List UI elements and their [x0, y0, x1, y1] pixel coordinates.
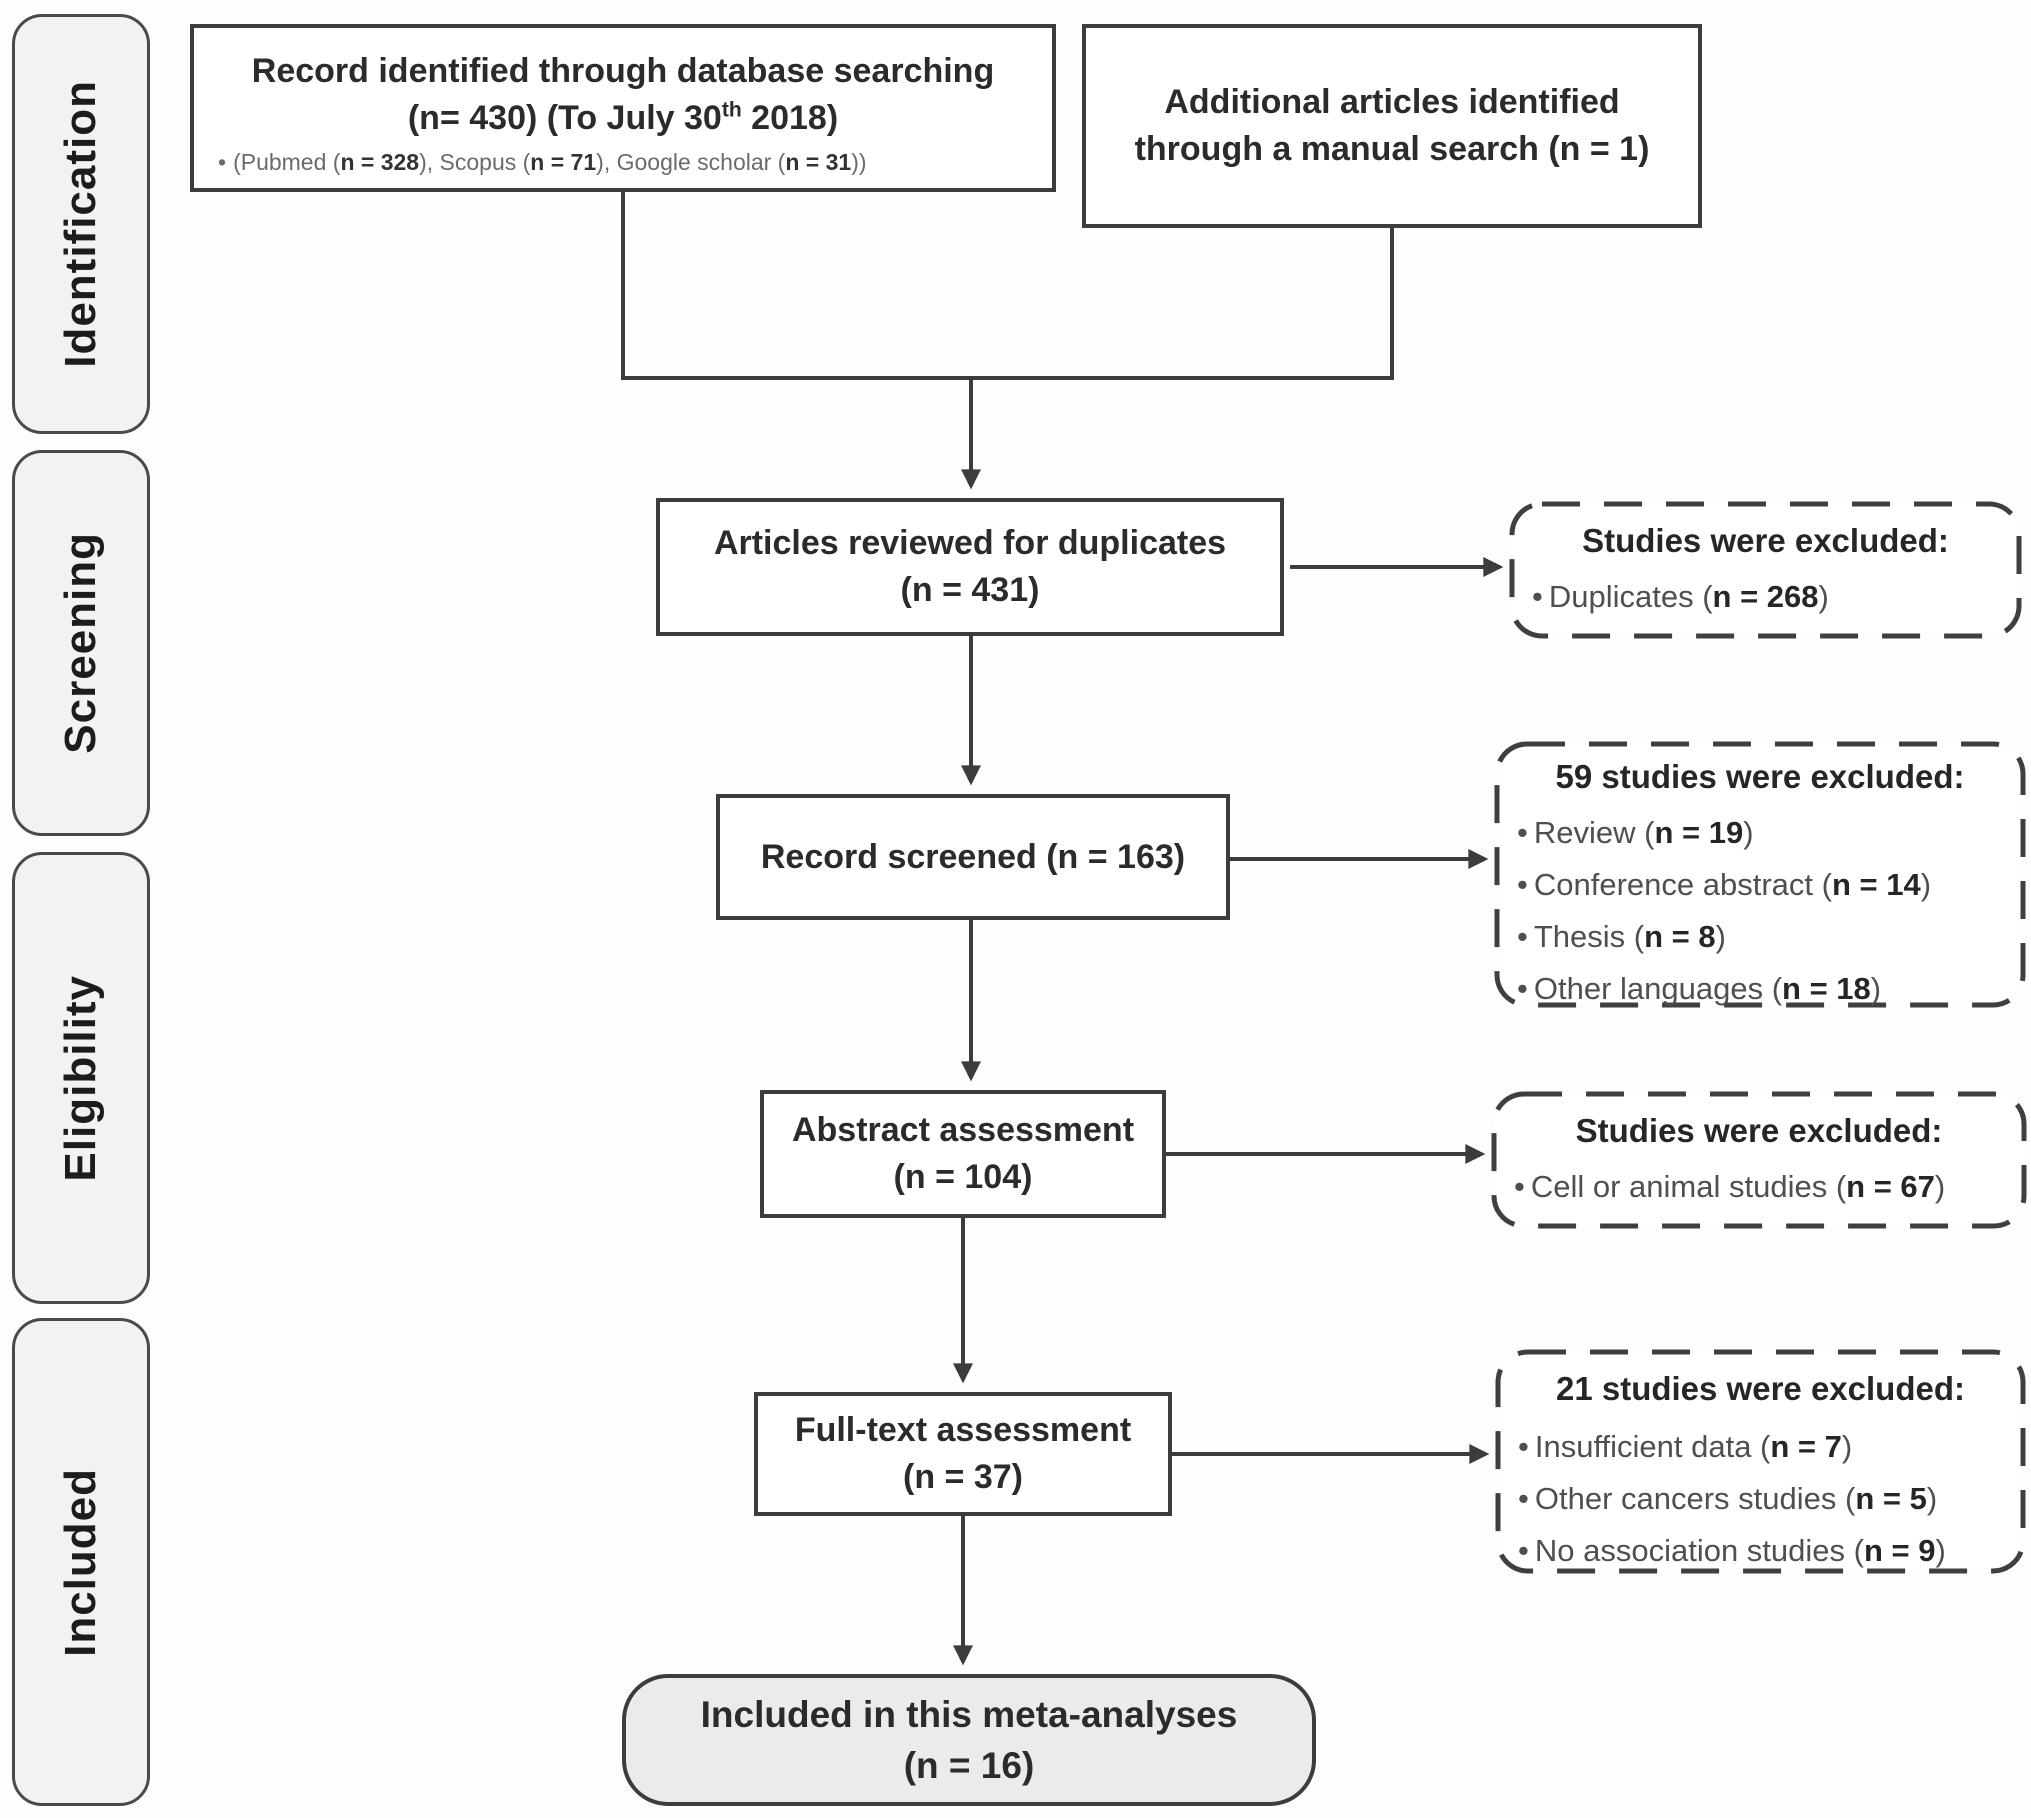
excluded-fulltext-title: 21 studies were excluded: — [1555, 1370, 1965, 1407]
bullet-icon: • — [1517, 970, 1528, 1006]
fulltext-assessment-line2: (n = 37) — [903, 1458, 1023, 1496]
exclusion-item: •Thesis (n = 8) — [1517, 911, 2023, 963]
database-count-text: (n= 430) (To July 30 — [407, 98, 722, 137]
exclusion-item-text: Cell or animal studies ( — [1530, 1168, 1847, 1204]
exclusion-item-count: n = 14 — [1831, 866, 1921, 902]
exclusion-item-count: n = 268 — [1712, 578, 1819, 614]
duplicates-review-line1: Articles reviewed for duplicates — [713, 524, 1227, 563]
excluded-abstract-box: Studies were excluded: •Cell or animal s… — [1494, 1094, 2024, 1226]
excluded-screening-title: 59 studies were excluded: — [1555, 758, 1965, 795]
exclusion-item-text: ) — [1743, 814, 1754, 850]
manual-search-box: Additional articles identified through a… — [1082, 24, 1702, 228]
duplicates-review-box: Articles reviewed for duplicates (n = 43… — [656, 498, 1284, 636]
excluded-fulltext-items: •Insufficient data (n = 7) •Other cancer… — [1498, 1421, 2023, 1577]
exclusion-item: •Duplicates (n = 268) — [1532, 571, 2019, 623]
exclusion-item-text: ) — [1926, 1480, 1938, 1516]
exclusion-item-text: ) — [1818, 578, 1829, 614]
bullet-icon: • — [1518, 1428, 1529, 1464]
fulltext-assessment-box: Full-text assessment (n = 37) — [754, 1392, 1172, 1516]
note-text: )) — [851, 149, 867, 175]
exclusion-item-text: ) — [1841, 1428, 1853, 1464]
database-search-title-line1: Record identified through database searc… — [251, 52, 995, 90]
exclusion-item: •Review (n = 19) — [1517, 807, 2023, 859]
exclusion-item: •Insufficient data (n = 7) — [1518, 1421, 2023, 1473]
abstract-assessment-line2: (n = 104) — [893, 1158, 1033, 1196]
bullet-icon: • — [218, 149, 227, 175]
stage-included: Included — [12, 1318, 150, 1806]
note-text: ), Scopus ( — [419, 149, 531, 175]
records-screened-box: Record screened (n = 163) — [716, 794, 1230, 920]
exclusion-item-count: n = 19 — [1654, 814, 1744, 850]
excluded-duplicates-title: Studies were excluded: — [1582, 522, 1949, 559]
manual-search-line2: through a manual search (n = 1) — [1134, 130, 1650, 168]
excluded-screening-items: •Review (n = 19) •Conference abstract (n… — [1497, 807, 2023, 1015]
exclusion-item-text: Insufficient data ( — [1534, 1428, 1771, 1464]
exclusion-item: •Cell or animal studies (n = 67) — [1514, 1161, 2024, 1213]
bullet-icon: • — [1518, 1532, 1529, 1568]
exclusion-item-text: ) — [1935, 1532, 1946, 1568]
google-scholar-count: n = 31 — [785, 149, 852, 175]
excluded-duplicates-box: Studies were excluded: •Duplicates (n = … — [1512, 504, 2019, 636]
duplicates-review-line2: (n = 431) — [900, 571, 1040, 609]
database-search-box: Record identified through database searc… — [190, 24, 1056, 192]
stage-screening: Screening — [12, 450, 150, 836]
exclusion-item: •Conference abstract (n = 14) — [1517, 859, 2023, 911]
pubmed-count: n = 328 — [340, 149, 420, 175]
database-date-text: 2018) — [741, 98, 839, 137]
excluded-abstract-items: •Cell or animal studies (n = 67) — [1494, 1161, 2024, 1213]
exclusion-item-count: n = 7 — [1770, 1428, 1842, 1464]
exclusion-item-count: n = 8 — [1644, 918, 1716, 954]
exclusion-item-text: Conference abstract ( — [1533, 866, 1832, 902]
exclusion-item-text: ) — [1870, 970, 1882, 1006]
abstract-assessment-line1: Abstract assessment — [791, 1111, 1135, 1150]
excluded-screening-box: 59 studies were excluded: •Review (n = 1… — [1497, 744, 2023, 1006]
exclusion-item-text: Review ( — [1533, 814, 1655, 850]
bullet-icon: • — [1517, 814, 1528, 850]
exclusion-item-count: n = 18 — [1782, 970, 1871, 1006]
bullet-icon: • — [1514, 1168, 1525, 1204]
exclusion-item-text: ) — [1715, 918, 1726, 954]
database-sources-note: •(Pubmed (n = 328), Scopus (n = 71), Goo… — [218, 149, 867, 176]
abstract-assessment-box: Abstract assessment (n = 104) — [760, 1090, 1166, 1218]
scopus-count: n = 71 — [530, 149, 597, 175]
exclusion-item: •Other languages (n = 18) — [1517, 963, 2023, 1015]
exclusion-item-text: Other cancers studies ( — [1534, 1480, 1856, 1516]
included-line1: Included in this meta-analyses — [700, 1693, 1238, 1735]
bullet-icon: • — [1517, 866, 1528, 902]
stage-screening-label: Screening — [56, 532, 105, 754]
exclusion-item: •Other cancers studies (n = 5) — [1518, 1473, 2023, 1525]
records-screened-line1: Record screened (n = 163) — [760, 837, 1186, 876]
exclusion-item: •No association studies (n = 9) — [1518, 1525, 2023, 1577]
included-box: Included in this meta-analyses (n = 16) — [622, 1674, 1316, 1806]
fulltext-assessment-line1: Full-text assessment — [794, 1411, 1132, 1450]
exclusion-item-text: ) — [1920, 866, 1932, 902]
note-text: (Pubmed ( — [233, 149, 341, 175]
exclusion-item-text: No association studies ( — [1534, 1532, 1864, 1568]
exclusion-item-count: n = 9 — [1863, 1532, 1936, 1568]
ordinal-suffix: th — [721, 98, 742, 122]
database-search-title-line2: (n= 430) (To July 30th 2018) — [408, 95, 838, 142]
excluded-fulltext-box: 21 studies were excluded: •Insufficient … — [1498, 1352, 2023, 1571]
exclusion-item-text: ) — [1934, 1168, 1946, 1204]
included-line2: (n = 16) — [903, 1745, 1035, 1786]
bullet-icon: • — [1518, 1480, 1529, 1516]
stage-eligibility: Eligibility — [12, 852, 150, 1304]
exclusion-item-count: n = 67 — [1846, 1168, 1935, 1204]
stage-identification-label: Identification — [56, 80, 105, 368]
exclusion-item-text: Thesis ( — [1533, 918, 1645, 954]
exclusion-item-count: n = 5 — [1855, 1480, 1927, 1516]
bullet-icon: • — [1517, 918, 1528, 954]
exclusion-item-text: Other languages ( — [1533, 970, 1783, 1006]
stage-included-label: Included — [56, 1467, 105, 1657]
stage-eligibility-label: Eligibility — [56, 974, 105, 1182]
bullet-icon: • — [1532, 578, 1543, 614]
excluded-abstract-title: Studies were excluded: — [1575, 1112, 1943, 1149]
excluded-duplicates-items: •Duplicates (n = 268) — [1512, 571, 2019, 623]
note-text: ), Google scholar ( — [596, 149, 786, 175]
exclusion-item-text: Duplicates ( — [1548, 578, 1713, 614]
stage-identification: Identification — [12, 14, 150, 434]
manual-search-line1: Additional articles identified — [1164, 83, 1620, 122]
